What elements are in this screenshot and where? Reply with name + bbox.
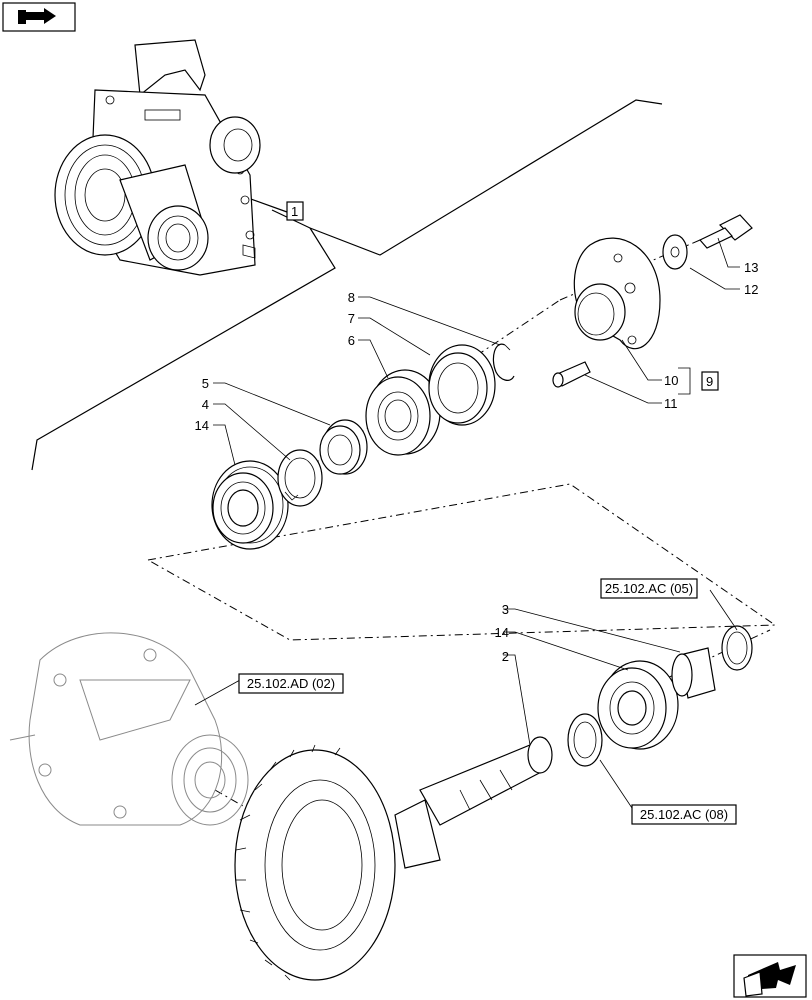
- bearing-6: [365, 369, 441, 456]
- oil-seal: [428, 344, 496, 426]
- callout-4: 4: [202, 397, 209, 412]
- callout-box-1: [286, 201, 304, 221]
- stud-bolt: [552, 361, 591, 388]
- pinion-shaft: [394, 736, 553, 869]
- callout-3: 3: [502, 602, 509, 617]
- ring-nut: [319, 419, 368, 475]
- shim-ac05: [721, 625, 753, 671]
- lock-washer: [277, 449, 323, 507]
- ref-link-ac05[interactable]: 25.102.AC (05): [600, 578, 698, 599]
- rear-axle-housing-assembly: [54, 39, 261, 276]
- ref-link-ad02[interactable]: 25.102.AD (02): [238, 673, 344, 694]
- callout-8: 8: [348, 290, 355, 305]
- shim-ac08: [567, 713, 603, 767]
- bearing-upper: [211, 460, 289, 550]
- callout-12: 12: [744, 282, 758, 297]
- next-page-arrow-icon[interactable]: [733, 954, 807, 998]
- reference-links: 25.102.AC (05) 25.102.AC (08) 25.102.AD …: [238, 578, 737, 825]
- callout-9: 9: [706, 374, 713, 389]
- callout-10: 10: [664, 373, 678, 388]
- callout-2: 2: [502, 649, 509, 664]
- callout-5: 5: [202, 376, 209, 391]
- callout-labels: 1 2 3 4 5 6 7 8 9 10 11 12 13 14 14: [195, 201, 758, 664]
- callout-leaders: [194, 237, 740, 809]
- callout-1: 1: [291, 204, 298, 219]
- callout-14-upper: 14: [195, 418, 209, 433]
- output-flange: [573, 237, 661, 350]
- spacer-sleeve: [671, 647, 716, 699]
- bevel-ring-gear: [234, 744, 396, 981]
- ref-ac05-label: 25.102.AC (05): [605, 581, 693, 596]
- ref-ac08-label: 25.102.AC (08): [640, 807, 728, 822]
- differential-housing: [9, 632, 249, 826]
- callout-13: 13: [744, 260, 758, 275]
- book-arrow-icon[interactable]: [2, 2, 76, 32]
- snap-ring: [492, 343, 515, 381]
- flat-washer: [662, 234, 688, 270]
- callout-box-9: [701, 371, 719, 391]
- callout-11: 11: [664, 396, 678, 411]
- callout-6: 6: [348, 333, 355, 348]
- callout-14-lower: 14: [495, 625, 509, 640]
- hex-bolt: [699, 214, 753, 249]
- ref-ad02-label: 25.102.AD (02): [247, 676, 335, 691]
- ref-link-ac08[interactable]: 25.102.AC (08): [631, 804, 737, 825]
- bearing-lower: [597, 660, 679, 750]
- callout-7: 7: [348, 311, 355, 326]
- assembly-bracket-lines: [31, 99, 663, 471]
